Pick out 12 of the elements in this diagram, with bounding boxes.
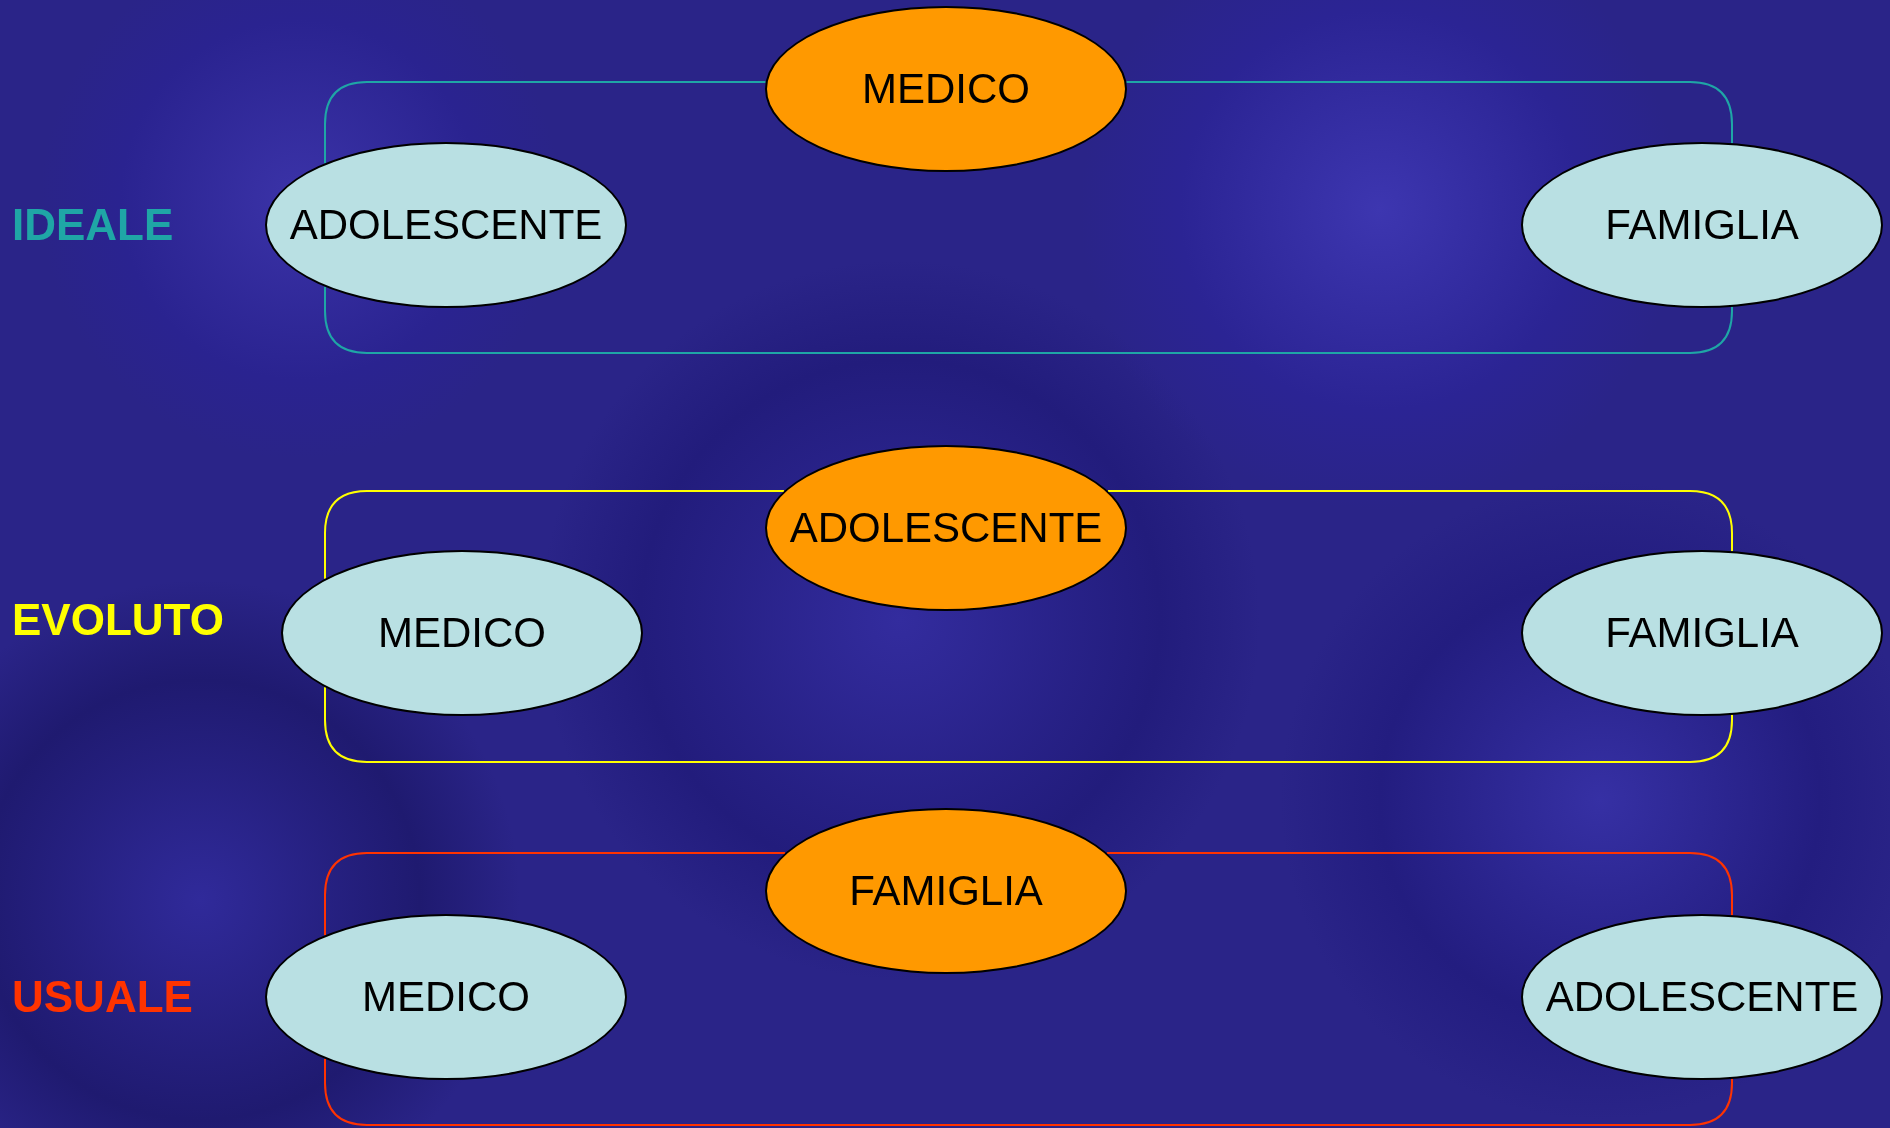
row-heading: USUALE [12, 972, 193, 1022]
connector-line [1107, 490, 1733, 553]
connector-line [324, 81, 767, 165]
row-heading: IDEALE [12, 200, 174, 250]
connector-line [324, 1057, 1733, 1126]
row-heading: EVOLUTO [12, 595, 224, 645]
connector-line [324, 686, 1733, 763]
connector-line [324, 852, 787, 937]
connector-line [1105, 852, 1733, 917]
connector-line [324, 285, 1733, 354]
connector-line [1125, 81, 1733, 145]
connector-line [324, 490, 785, 580]
